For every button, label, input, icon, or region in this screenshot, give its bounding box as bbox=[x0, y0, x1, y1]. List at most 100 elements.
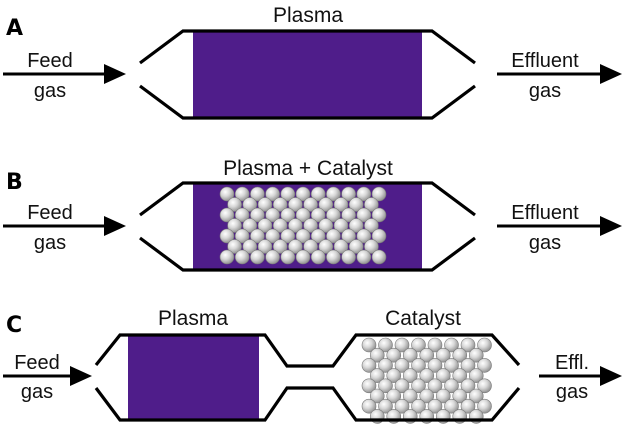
panel-b-catalyst-bead bbox=[356, 186, 372, 202]
panel-b-catalyst-bead bbox=[341, 249, 356, 265]
panel-c-catalyst-bead bbox=[460, 337, 476, 353]
panel-a-title: Plasma bbox=[273, 4, 343, 27]
panel-b-catalyst-bead bbox=[288, 218, 303, 233]
panel-b-catalyst-bead bbox=[341, 186, 356, 202]
panel-b-catalyst-bead bbox=[310, 186, 326, 202]
panel-c-catalyst-bead bbox=[411, 337, 426, 353]
panel-c-inlet-arrow bbox=[3, 366, 92, 386]
panel-c-catalyst-bead bbox=[427, 378, 443, 394]
panel-b-catalyst-bead bbox=[219, 207, 235, 223]
panel-b-catalyst-bead bbox=[234, 207, 250, 223]
panel-b-catalyst-bead bbox=[234, 228, 250, 244]
panel-b-catalyst-bead bbox=[280, 228, 296, 244]
panel-c-catalyst-bead bbox=[477, 358, 492, 373]
panel-b-catalyst-bead bbox=[371, 249, 387, 265]
panel-c-catalyst-bead bbox=[435, 388, 451, 404]
panel-c-catalyst-bead bbox=[452, 347, 468, 363]
panel-b-effluent-gas-label: gas bbox=[529, 232, 561, 254]
panel-b-catalyst-bead bbox=[295, 186, 311, 202]
panel-c-catalyst-bead bbox=[444, 337, 459, 353]
panel-a-feed-gas-label: gas bbox=[34, 80, 66, 102]
panel-c-catalyst-bead bbox=[361, 398, 377, 414]
panel-c-catalyst-bead bbox=[369, 347, 385, 363]
panel-b-catalyst-bead bbox=[348, 218, 364, 233]
panel-b-catalyst-bead bbox=[371, 186, 387, 202]
panel-b-catalyst-bead bbox=[219, 186, 235, 202]
panel-c-catalyst-bead bbox=[394, 358, 410, 373]
panel-b-catalyst-bead bbox=[272, 239, 288, 254]
panel-b-catalyst-bead bbox=[326, 228, 341, 244]
panel-b-catalyst-bead bbox=[227, 239, 242, 254]
panel-c-catalyst-bead bbox=[402, 388, 418, 404]
panel-c-catalyst-bead bbox=[477, 378, 492, 394]
panel-b-catalyst-bead bbox=[242, 218, 258, 233]
panel-c-catalyst-title: Catalyst bbox=[385, 307, 461, 330]
panel-c-catalyst-bead bbox=[460, 398, 476, 414]
panel-c-catalyst-bed bbox=[361, 337, 492, 424]
panel-b-catalyst-bead bbox=[242, 197, 258, 212]
panel-a-effluent-label: Effluent bbox=[511, 50, 579, 72]
panel-c-catalyst-bead bbox=[386, 388, 402, 404]
panel-c-reactor-top-wall bbox=[94, 333, 521, 368]
panel-c-effluent-label: Effl. bbox=[555, 352, 589, 374]
panel-b-catalyst-bead bbox=[219, 228, 235, 244]
panel-b-catalyst-bead bbox=[326, 249, 341, 265]
panel-b-inlet-arrow bbox=[3, 216, 126, 236]
panel-b-letter: B bbox=[6, 170, 23, 195]
panel-b-catalyst-bead bbox=[288, 239, 303, 254]
panel-c-catalyst-bead bbox=[394, 398, 410, 414]
panel-a-outlet-arrow bbox=[497, 64, 622, 84]
panel-b-catalyst-bead bbox=[371, 207, 387, 223]
panel-b-catalyst-bead bbox=[288, 197, 303, 212]
panel-c-effluent-gas-label: gas bbox=[556, 381, 588, 403]
panel-c-catalyst-bead bbox=[419, 347, 435, 363]
panel-b-catalyst-bead bbox=[295, 228, 311, 244]
panel-b-catalyst-bead bbox=[333, 197, 349, 212]
panel-c-catalyst-bead bbox=[369, 368, 385, 383]
panel-c-catalyst-bead bbox=[361, 378, 377, 394]
panel-c-catalyst-bead bbox=[411, 398, 426, 414]
panel-a: A Plasma Feed gas Effluent gas bbox=[3, 4, 622, 120]
panel-b-catalyst-bead bbox=[333, 218, 349, 233]
panel-b-catalyst-bead bbox=[280, 186, 296, 202]
panel-c-catalyst-bead bbox=[435, 347, 451, 363]
panel-b-catalyst-bead bbox=[318, 197, 334, 212]
panel-c-outlet-arrow bbox=[539, 366, 622, 386]
panel-b-catalyst-bead bbox=[265, 186, 280, 202]
panel-b-catalyst-bead bbox=[310, 207, 326, 223]
panel-b-catalyst-bead bbox=[234, 249, 250, 265]
panel-b-catalyst-bead bbox=[356, 249, 372, 265]
panel-b-catalyst-bead bbox=[364, 218, 379, 233]
panel-b-catalyst-bead bbox=[295, 249, 311, 265]
panel-c-feed-label: Feed bbox=[14, 352, 60, 374]
panel-b-catalyst-bead bbox=[356, 228, 372, 244]
panel-b-catalyst-bead bbox=[250, 207, 265, 223]
panel-b: B Plasma + Catalyst Feed gas Effluent ga… bbox=[3, 157, 622, 272]
panel-b-catalyst-bead bbox=[227, 197, 242, 212]
panel-c-catalyst-bead bbox=[411, 358, 426, 373]
panel-b-outlet-arrow bbox=[497, 216, 622, 236]
panel-b-catalyst-bead bbox=[310, 249, 326, 265]
panel-a-reactor-top-wall bbox=[139, 29, 476, 65]
panel-b-title: Plasma + Catalyst bbox=[223, 157, 393, 180]
panel-c-catalyst-bead bbox=[444, 358, 459, 373]
panel-b-catalyst-bead bbox=[295, 207, 311, 223]
panel-b-catalyst-bead bbox=[303, 239, 318, 254]
panel-b-catalyst-bead bbox=[227, 218, 242, 233]
panel-a-reactor-bottom-wall bbox=[139, 84, 476, 120]
panel-b-catalyst-bead bbox=[326, 207, 341, 223]
panel-b-catalyst-bead bbox=[310, 228, 326, 244]
panel-b-catalyst-bead bbox=[250, 228, 265, 244]
panel-c-catalyst-bead bbox=[477, 337, 492, 353]
panel-c-catalyst-bead bbox=[435, 368, 451, 383]
panel-b-catalyst-bead bbox=[280, 249, 296, 265]
panel-c-plasma-region bbox=[128, 336, 259, 420]
panel-b-catalyst-bead bbox=[364, 239, 379, 254]
panel-c-plasma-title: Plasma bbox=[158, 307, 228, 330]
panel-c-catalyst-bead bbox=[460, 358, 476, 373]
panel-b-catalyst-bead bbox=[303, 218, 318, 233]
panel-c-catalyst-bead bbox=[386, 368, 402, 383]
panel-c-reactor-bottom-wall bbox=[94, 386, 521, 422]
panel-c-catalyst-bead bbox=[468, 347, 484, 363]
